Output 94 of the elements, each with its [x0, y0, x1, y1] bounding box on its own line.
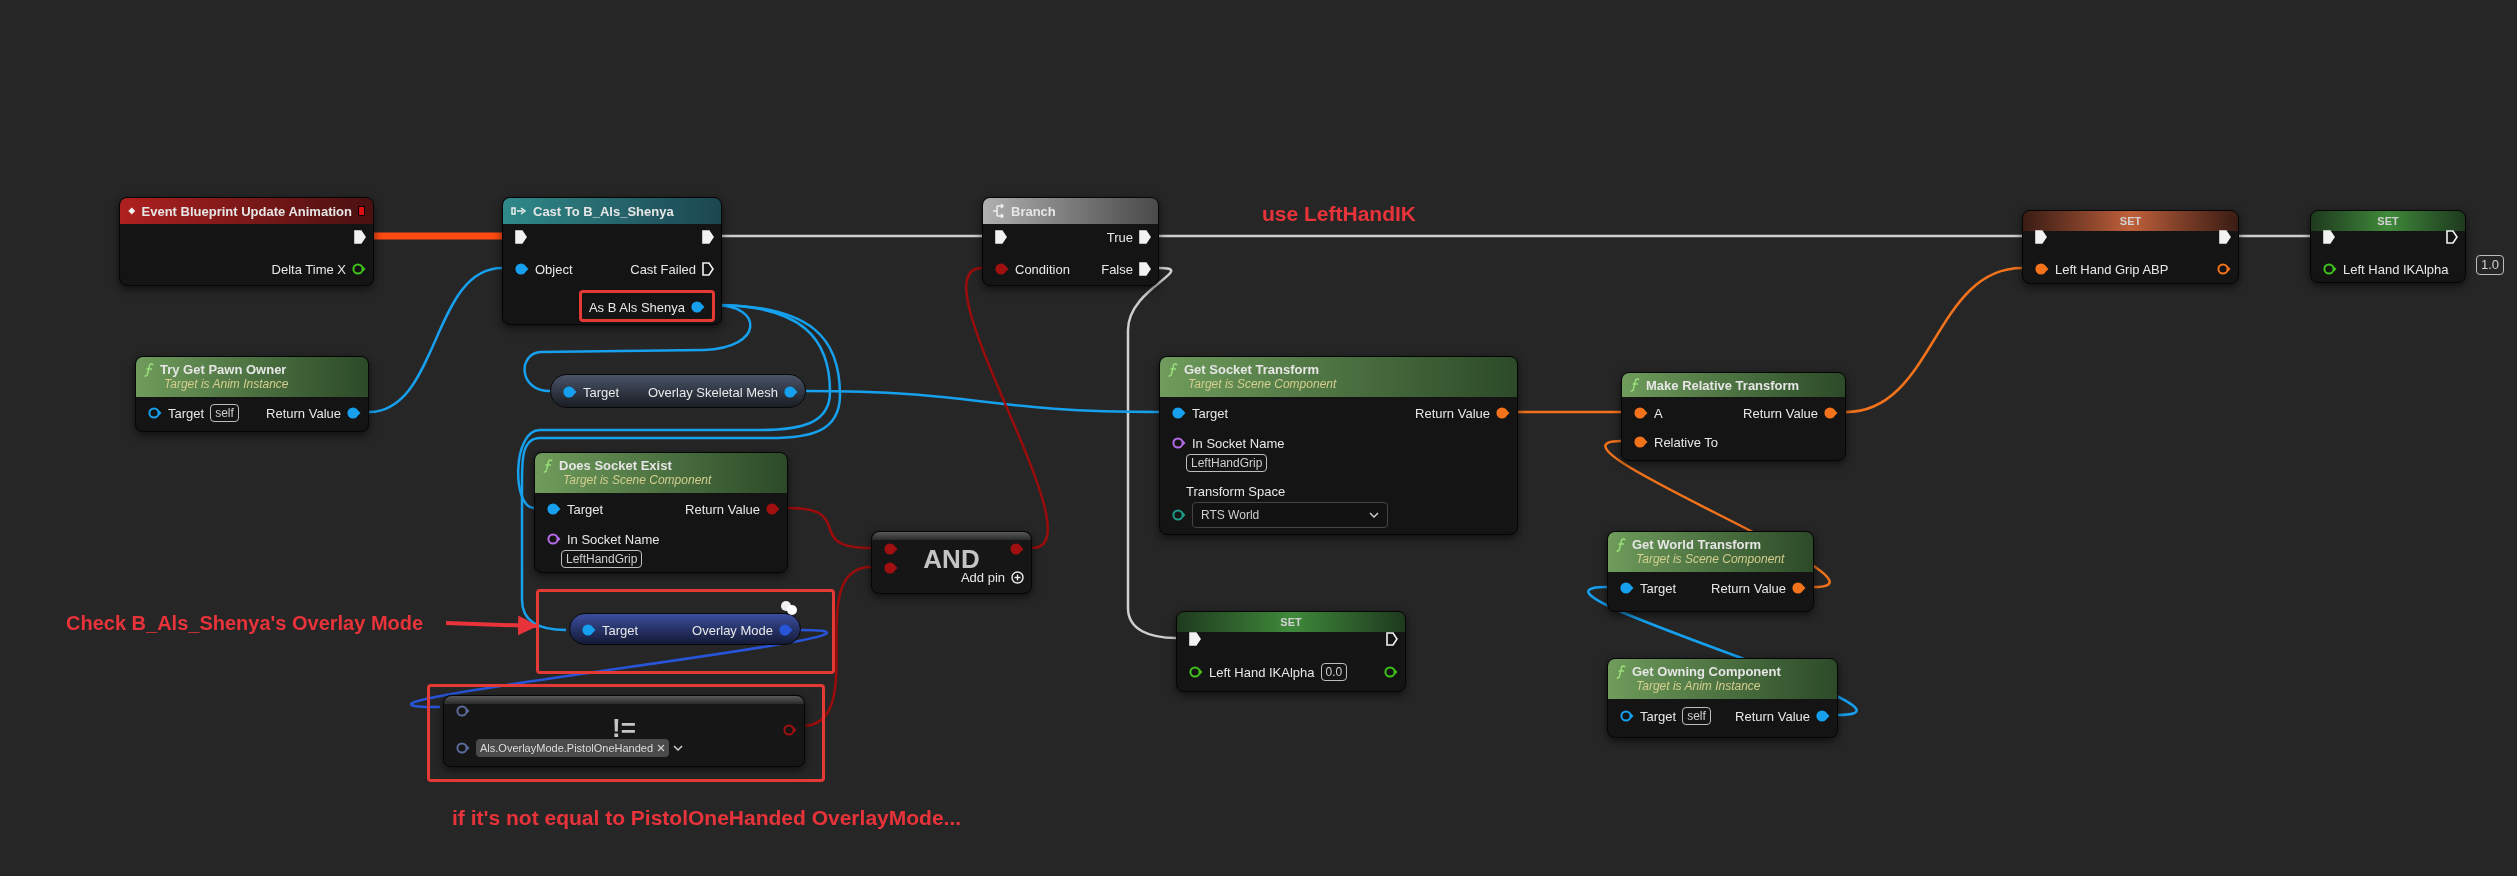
blueprint-node — [2022, 210, 2239, 284]
value-field: self — [210, 404, 239, 422]
operator-label: AND — [923, 546, 980, 572]
wire — [787, 506, 872, 550]
value-field: LeftHandGrip — [561, 550, 643, 568]
wire — [374, 232, 502, 240]
pin-label: Target — [168, 406, 205, 420]
operator-label: != — [612, 715, 636, 741]
pin-label: Return Value — [1743, 406, 1818, 420]
highlight-box — [536, 589, 835, 674]
node-subtitle: Target is Anim Instance — [1636, 678, 1761, 694]
pin-label: Target — [1192, 406, 1229, 420]
blueprint-node — [1621, 372, 1846, 461]
wire — [368, 266, 503, 414]
pin-label: False — [1101, 262, 1133, 276]
node-subtitle: Target is Scene Component — [1636, 551, 1786, 567]
blueprint-node — [135, 356, 369, 432]
blueprint-node — [1176, 611, 1406, 692]
blueprint-node — [502, 197, 722, 325]
blueprint-node — [534, 452, 788, 573]
annotation-text: use LeftHandIK — [1262, 201, 1416, 227]
node-subtitle: Target is Scene Component — [1188, 376, 1338, 392]
pin-label: Target — [567, 502, 604, 516]
pin-label: Return Value — [1711, 581, 1786, 595]
pin-label: Delta Time X — [271, 262, 346, 276]
pin-label: Target — [1640, 581, 1677, 595]
operator-node — [443, 695, 805, 767]
pin-label: Return Value — [266, 406, 341, 420]
pin-label: Left Hand IKAlpha — [2343, 262, 2449, 276]
pin-label: Target — [1640, 709, 1677, 723]
annotation-arrow — [445, 615, 538, 636]
node-title: Event Blueprint Update Animation — [141, 204, 352, 218]
node-title: Try Get Pawn Owner — [160, 363, 287, 376]
wire — [520, 303, 842, 632]
pin-label: Left Hand IKAlpha — [1209, 665, 1315, 679]
node-subtitle: Target is Scene Component — [563, 472, 713, 488]
node-title: Cast To B_Als_Shenya — [533, 204, 674, 218]
pin-label: Target — [602, 623, 639, 637]
wire — [1845, 266, 2023, 414]
value-field: 0.0 — [1320, 663, 1348, 681]
wire — [517, 303, 832, 510]
node-subtitle: Target is Anim Instance — [164, 376, 290, 392]
pin-label: Relative To — [1654, 435, 1719, 449]
wire — [722, 234, 982, 238]
wire — [1126, 266, 1177, 640]
blueprint-node — [1607, 658, 1838, 738]
pin-label: Cast Failed — [630, 262, 696, 276]
node-title: SET — [2377, 215, 2399, 227]
pin-label: Target — [583, 385, 620, 399]
blueprint-node — [119, 197, 374, 286]
enum-value-field: Als.OverlayMode.PistolOneHanded — [476, 739, 670, 757]
pin-label: Return Value — [685, 502, 760, 516]
value-field: LeftHandGrip — [1186, 454, 1268, 472]
node-title: Does Socket Exist — [559, 459, 672, 472]
wire — [2239, 234, 2310, 238]
wire — [1518, 410, 1621, 414]
blueprint-node — [982, 197, 1159, 286]
pin-label: Overlay Skeletal Mesh — [647, 385, 778, 399]
pin-label: Transform Space — [1186, 484, 1286, 498]
annotation-text: Check B_Als_Shenya's Overlay Mode — [66, 609, 446, 637]
wire — [523, 303, 752, 393]
dropdown-select: RTS World — [1192, 502, 1388, 528]
node-title: SET — [2119, 215, 2142, 227]
node-title: Get World Transform — [1632, 538, 1762, 551]
node-title: Get Owning Component — [1632, 665, 1781, 678]
value-field: 1.0 — [2476, 255, 2505, 275]
pin-label: Return Value — [1415, 406, 1490, 420]
pin-label: In Socket Name — [567, 532, 660, 546]
pin-label: Add pin — [960, 570, 1005, 584]
wire — [806, 389, 1159, 414]
pin-label: Object — [535, 262, 573, 276]
highlight-box — [427, 684, 825, 782]
getter-node — [550, 374, 806, 408]
node-title: Make Relative Transform — [1646, 378, 1800, 392]
pin-label: Overlay Mode — [692, 623, 773, 637]
pin-label: True — [1106, 230, 1133, 244]
pin-label: As B Als Shenya — [588, 300, 685, 314]
blueprint-node — [1607, 531, 1814, 612]
annotation-text: if it's not equal to PistolOneHanded OverlayMode... — [452, 805, 962, 831]
blueprint-node — [2310, 210, 2466, 283]
node-title: SET — [1280, 616, 1302, 628]
operator-node — [871, 531, 1032, 594]
pin-label: Return Value — [1735, 709, 1810, 723]
blueprint-node — [1159, 356, 1518, 535]
pin-label: A — [1654, 406, 1663, 420]
pin-label: Left Hand Grip ABP — [2055, 262, 2169, 276]
highlight-box — [579, 290, 715, 322]
node-title: Branch — [1011, 204, 1056, 218]
pin-label: Condition — [1015, 262, 1070, 276]
pin-label: In Socket Name — [1192, 436, 1285, 450]
wire — [1159, 234, 2022, 238]
wire — [965, 266, 1049, 550]
node-title: Get Socket Transform — [1184, 363, 1320, 376]
value-field: self — [1682, 707, 1711, 725]
